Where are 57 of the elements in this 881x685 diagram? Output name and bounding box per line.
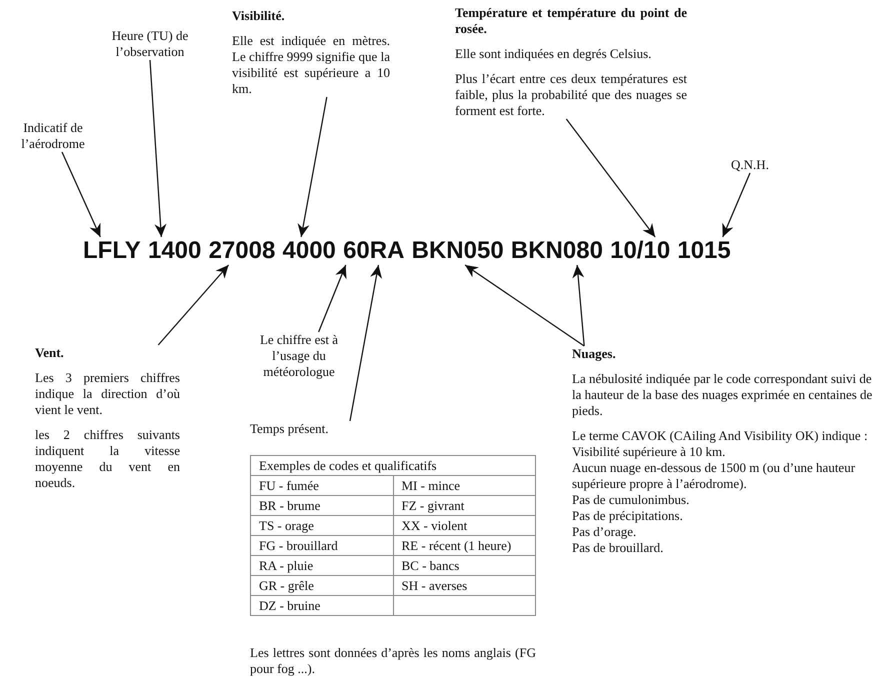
leader-arrow <box>722 172 751 238</box>
callout-heading: Le chiffre est à l’usage du météorologue <box>250 332 348 380</box>
metar-code: 4000 <box>282 237 336 265</box>
table-cell: BC - bancs <box>393 556 536 576</box>
table-cell: FG - brouillard <box>250 536 393 556</box>
description-text: Pas de cumulonimbus. <box>572 492 690 508</box>
table-cell: XX - violent <box>393 516 536 536</box>
table-cell: BR - brume <box>250 496 393 516</box>
metar-code: 60 <box>343 237 370 265</box>
description-text: Elle est indiquée en mètres. Le chiffre 9999 signifie que la visibilité est supérieure a 10 km. <box>232 33 390 97</box>
leader-arrow <box>298 96 328 238</box>
table-cell: DZ - bruine <box>250 596 393 616</box>
leader-arrow <box>318 264 346 332</box>
leader-arrow <box>61 152 101 238</box>
description-text: Aucun nuage en-dessous de 1500 m (ou d’une hauteur supérieure propre à l’aérodrome). <box>572 460 856 492</box>
table-cell: RE - récent (1 heure) <box>393 536 536 556</box>
callout-heading: Q.N.H. <box>718 157 782 173</box>
description-text: Le terme CAVOK (CAiling And Visibility OK) indique : <box>572 428 869 444</box>
table-cell: TS - orage <box>250 516 393 536</box>
description-text: La nébulosité indiquée par le code correspondant suivi de la hauteur de la base des nuages exprimée en centaines de pieds. <box>572 371 874 419</box>
description-text: Pas de précipitations. <box>572 508 684 524</box>
table-cell: RA - pluie <box>250 556 393 576</box>
metar-code: 10/10 <box>610 237 670 265</box>
metar-code: 1015 <box>677 237 731 265</box>
table-header: Exemples de codes et qualificatifs <box>250 456 536 476</box>
table-cell: FZ - givrant <box>393 496 536 516</box>
section-heading: Nuages. <box>572 346 617 362</box>
metar-code: LFLY <box>83 237 141 265</box>
description-text: Pas de brouillard. <box>572 540 664 556</box>
metar-code: BKN050 <box>412 237 504 265</box>
callout-heading: Temps présent. <box>250 421 350 437</box>
callout-heading: Heure (TU) de l’observation <box>100 28 200 60</box>
table-cell: FU - fumée <box>250 476 393 496</box>
metar-code: 27008 <box>208 237 276 265</box>
table-cell: MI - mince <box>393 476 536 496</box>
description-text: Les 3 premiers chiffres indique la direction d’où vient le vent. <box>35 370 180 418</box>
callout-heading: Indicatif de l’aérodrome <box>8 120 98 152</box>
metar-code: 1400 <box>148 237 202 265</box>
description-text: Plus l’écart entre ces deux températures est faible, plus la probabilité que des nuages se forment est forte. <box>455 71 687 119</box>
leader-arrow <box>566 118 656 238</box>
footnote-text: Les lettres sont données d’après les noms anglais (FG pour fog ...). <box>250 645 536 677</box>
description-text: les 2 chiffres suivants indiquent la vitesse moyenne du vent en noeuds. <box>35 427 180 491</box>
section-heading: Température et température du point de rosée. <box>455 5 687 37</box>
leader-arrow <box>349 264 382 422</box>
metar-code: BKN080 <box>510 237 603 265</box>
section-heading: Vent. <box>35 345 65 361</box>
table-cell: GR - grêle <box>250 576 393 596</box>
metar-code: RA <box>370 237 404 265</box>
leader-arrow <box>158 264 230 346</box>
leader-arrow <box>149 60 166 238</box>
description-text: Elle sont indiquées en degrés Celsius. <box>455 46 652 62</box>
leader-arrow <box>572 264 585 346</box>
table-cell: SH - averses <box>393 576 536 596</box>
leader-arrow <box>464 264 585 346</box>
description-text: Visibilité supérieure à 10 km. <box>572 444 726 460</box>
description-text: Pas d’orage. <box>572 524 638 540</box>
section-heading: Visibilité. <box>232 8 286 24</box>
